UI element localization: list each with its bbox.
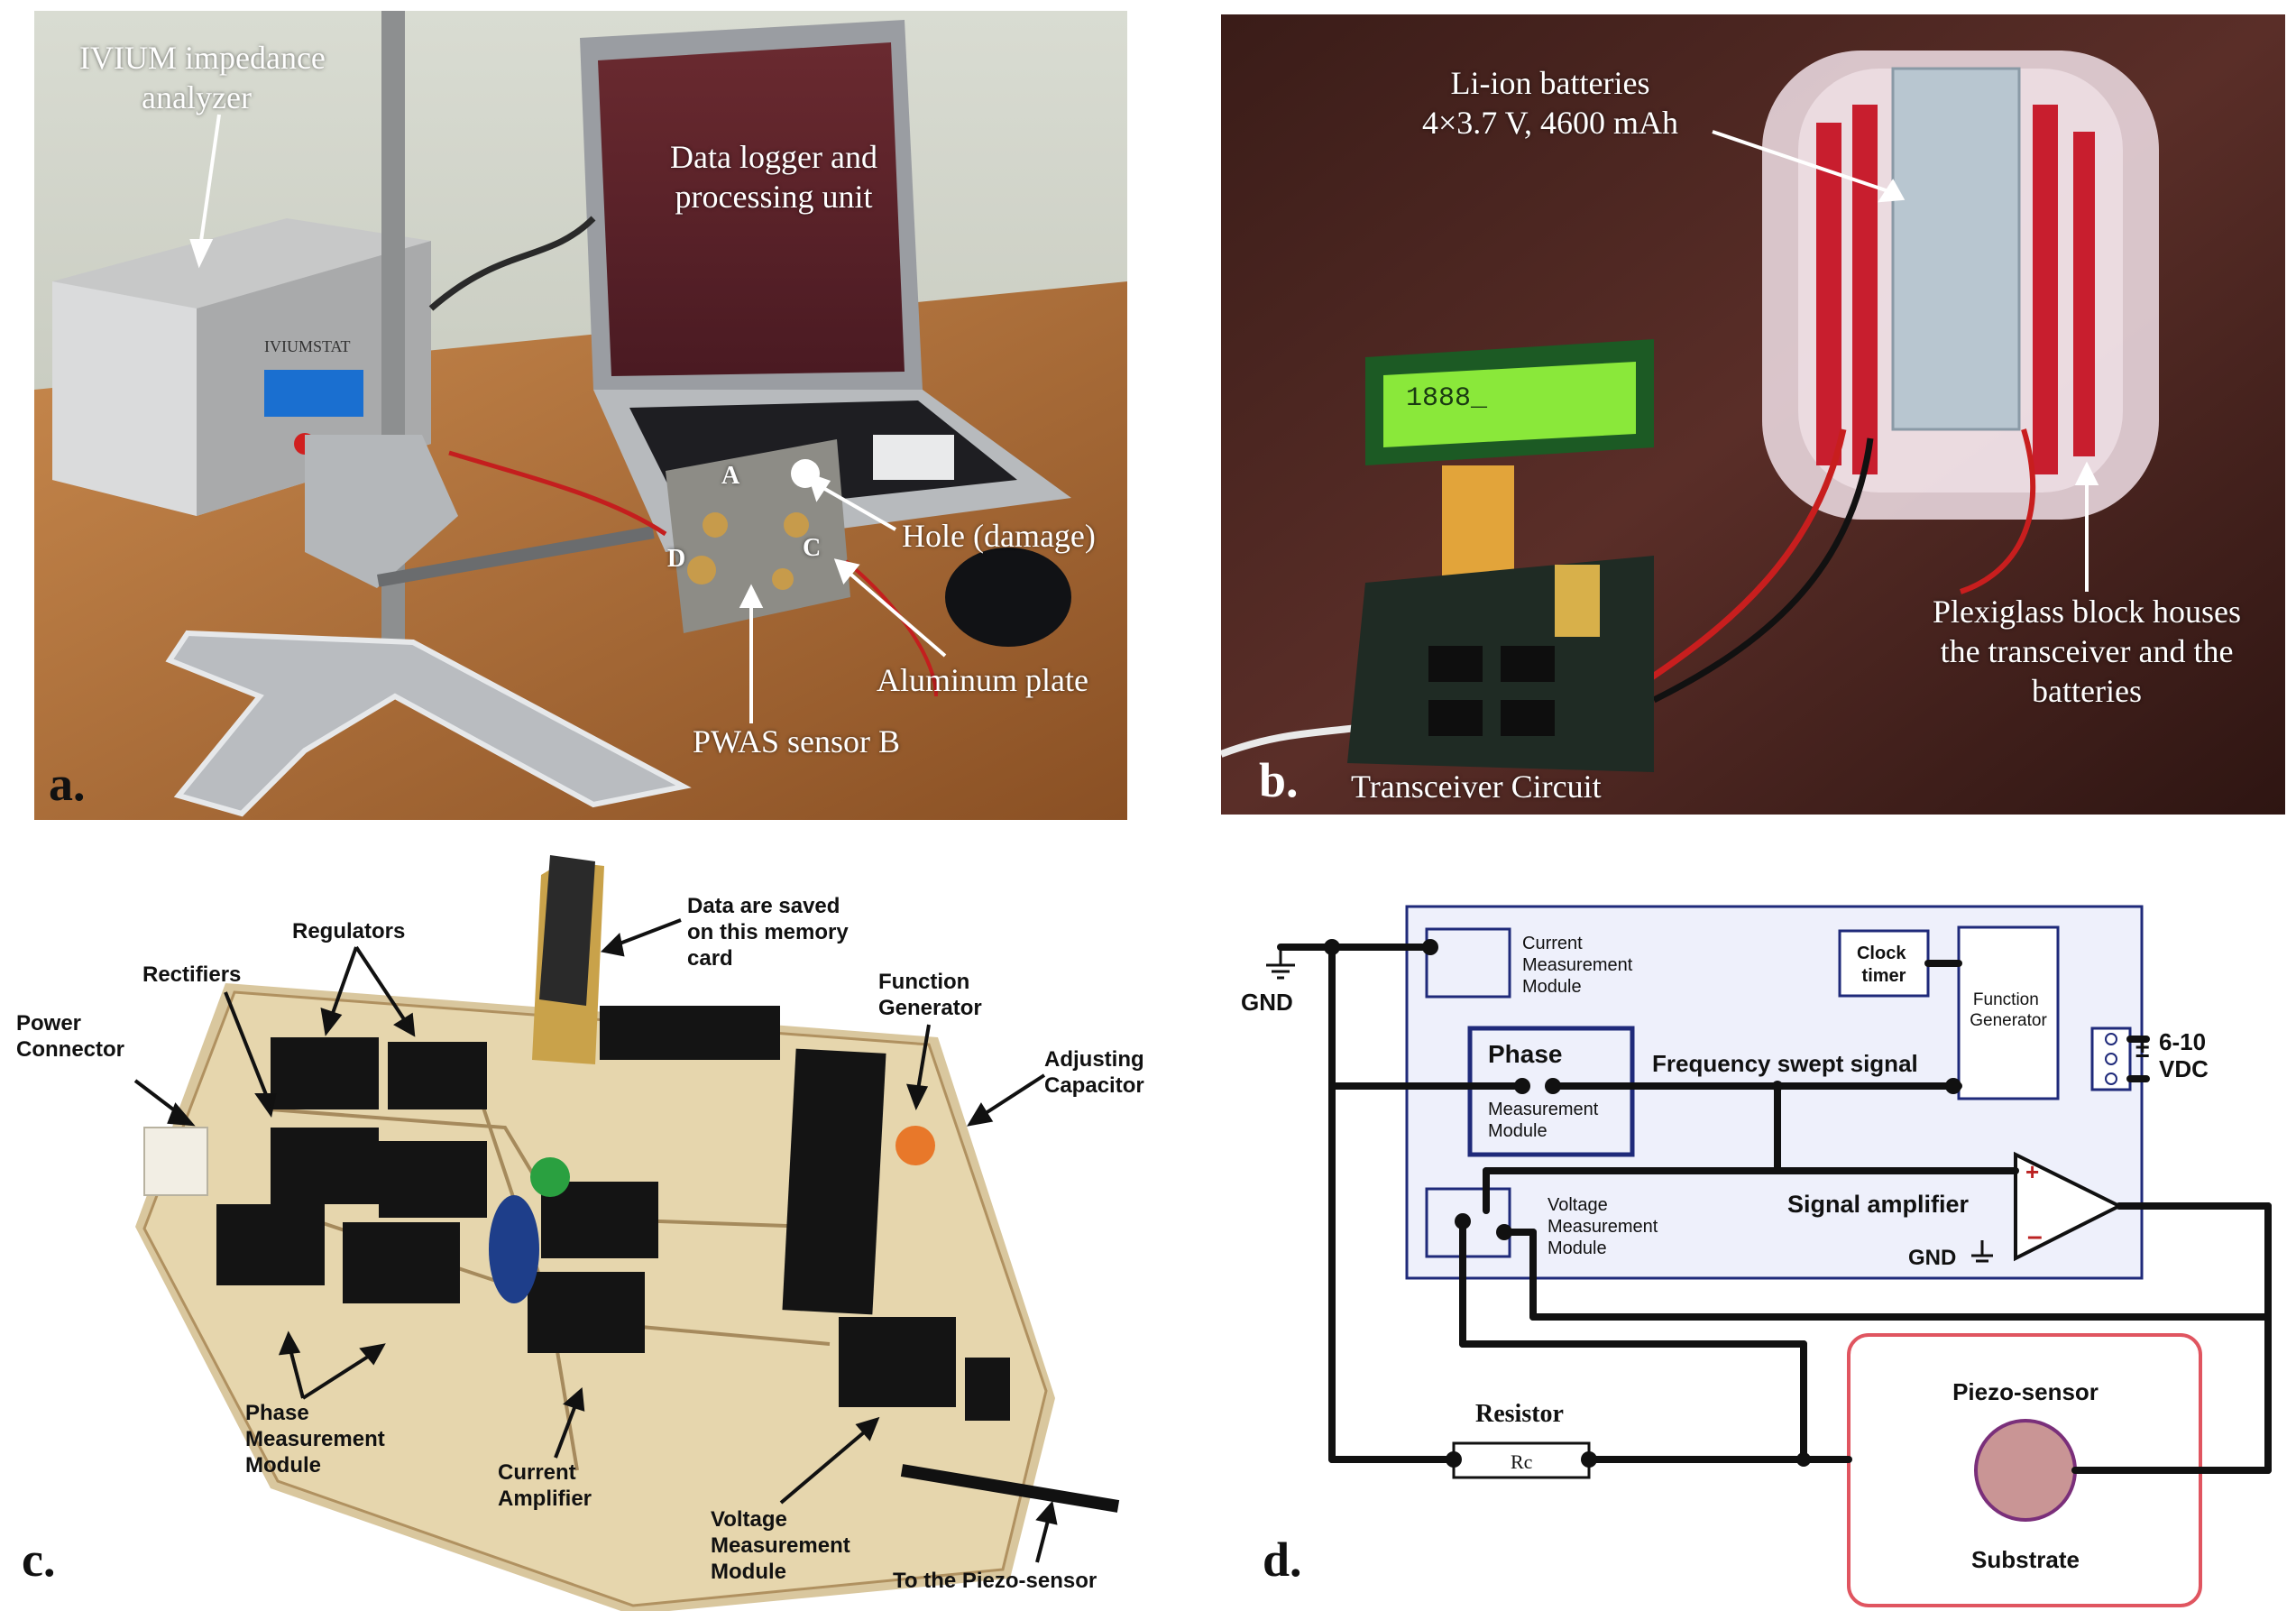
piezo-cable-label: To the Piezo-sensor: [893, 1569, 1097, 1593]
gnd-amp-label: GND: [1908, 1246, 1956, 1270]
resistor-label: Resistor: [1475, 1400, 1564, 1428]
panel-d: + –: [1226, 839, 2296, 1611]
panel-a-letter: a.: [49, 757, 86, 811]
panel-d-diagram: + –: [1241, 905, 2272, 1607]
mark-c: C: [803, 534, 822, 562]
function-generator-box: [1957, 925, 2060, 1100]
supply-label: 6-10 VDC: [2159, 1028, 2212, 1082]
voltage-module-label: Voltage Measurement Module: [1548, 1195, 1663, 1258]
svg-text:+: +: [2025, 1158, 2039, 1185]
mark-d: D: [667, 545, 686, 573]
regulators-label: Regulators: [292, 919, 406, 944]
current-module-box: [1425, 927, 1511, 999]
amplifier-label: Signal amplifier: [1787, 1191, 1970, 1218]
substrate-label: Substrate: [1971, 1546, 2080, 1573]
rectifiers-label: Rectifiers: [142, 962, 242, 987]
panel-c-arrows: [133, 918, 1058, 1563]
voltage-module-box: [1425, 1187, 1511, 1258]
panel-c-pcb-drawing: [135, 855, 1120, 1611]
signal-amplifier-symbol: [2014, 1151, 2124, 1262]
swept-signal-label: Frequency swept signal: [1652, 1050, 1918, 1077]
current-module-label: Current Measurement Module: [1522, 934, 1638, 997]
supply-plus: ±: [2135, 1035, 2149, 1063]
lcd-text: 1888_: [1406, 383, 1488, 414]
plate-label: Aluminum plate: [877, 662, 1088, 698]
phase-title: Phase: [1488, 1040, 1563, 1068]
mark-a: A: [721, 462, 740, 490]
panel-d-letter: d.: [1263, 1533, 1302, 1587]
power-connector: [2090, 1026, 2132, 1091]
resistor-symbol-label: Rc: [1511, 1450, 1533, 1473]
piezo-disc: [1974, 1419, 2077, 1522]
hole-label: Hole (damage): [902, 518, 1096, 554]
function-generator-label: Function Generator: [1970, 990, 2047, 1030]
phase-module-box: [1467, 1026, 1635, 1157]
piezo-label: Piezo-sensor: [1952, 1378, 2099, 1405]
panel-a-photo: [34, 11, 1127, 820]
sensor-label: PWAS sensor B: [693, 723, 901, 759]
panel-a-arrows: [189, 114, 947, 723]
panel-b-letter: b.: [1259, 753, 1299, 807]
panel-b-photo: [1221, 14, 2285, 815]
panel-b-arrows: [1712, 130, 2099, 592]
phase-sub: Measurement Module: [1488, 1100, 1603, 1141]
clock-timer-label: Clock timer: [1857, 944, 1911, 986]
gnd-left-label: GND: [1241, 989, 1293, 1016]
svg-text:–: –: [2027, 1221, 2043, 1251]
transceiver-label: Transceiver Circuit: [1351, 769, 1602, 805]
clock-timer-box: [1838, 929, 1930, 998]
device-brand: IVIUMSTAT: [264, 337, 351, 355]
panel-c-letter: c.: [22, 1533, 56, 1587]
